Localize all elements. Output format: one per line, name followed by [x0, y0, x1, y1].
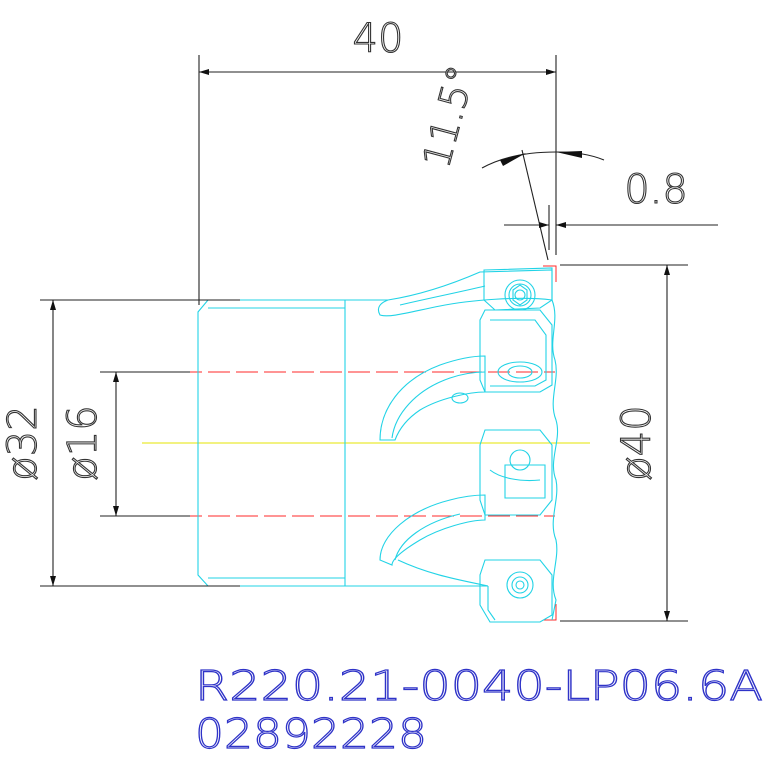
dimension-shank-diameter-label: ø32: [0, 405, 46, 480]
insert-bottom: [479, 559, 553, 623]
dimension-length: 40: [198, 15, 557, 305]
flute-bottom: [379, 494, 486, 566]
dimension-cutting-diameter: ø40: [560, 264, 688, 622]
dimension-bore-diameter: ø16: [59, 371, 190, 517]
part-number: R220.21-0040-LP06.6A: [195, 662, 763, 710]
dimension-offset: 0.8: [504, 166, 718, 250]
tip-hidden-corner-top: [543, 265, 557, 282]
flute-top: [377, 269, 553, 317]
dimension-offset-label: 0.8: [624, 167, 688, 213]
insert-top: [483, 267, 553, 311]
dimension-bore-diameter-label: ø16: [60, 405, 106, 480]
milling-cutter-outline: [197, 267, 559, 623]
dimension-shank-diameter: ø32: [0, 299, 240, 587]
dimension-cutting-diameter-label: ø40: [614, 405, 660, 480]
flute-middle: [379, 355, 486, 441]
order-code: 02892228: [195, 710, 427, 758]
screw-middle: [497, 361, 543, 383]
dimension-angle-label: 11.5°: [414, 61, 483, 172]
dimension-length-label: 40: [353, 16, 404, 62]
screw-bottom: [506, 571, 534, 599]
dimension-angle: 11.5°: [414, 60, 605, 261]
insert-middle-pocket: [479, 309, 553, 393]
insert-lower-pocket: [479, 429, 553, 516]
tip-hidden-corner-bottom: [543, 604, 557, 621]
